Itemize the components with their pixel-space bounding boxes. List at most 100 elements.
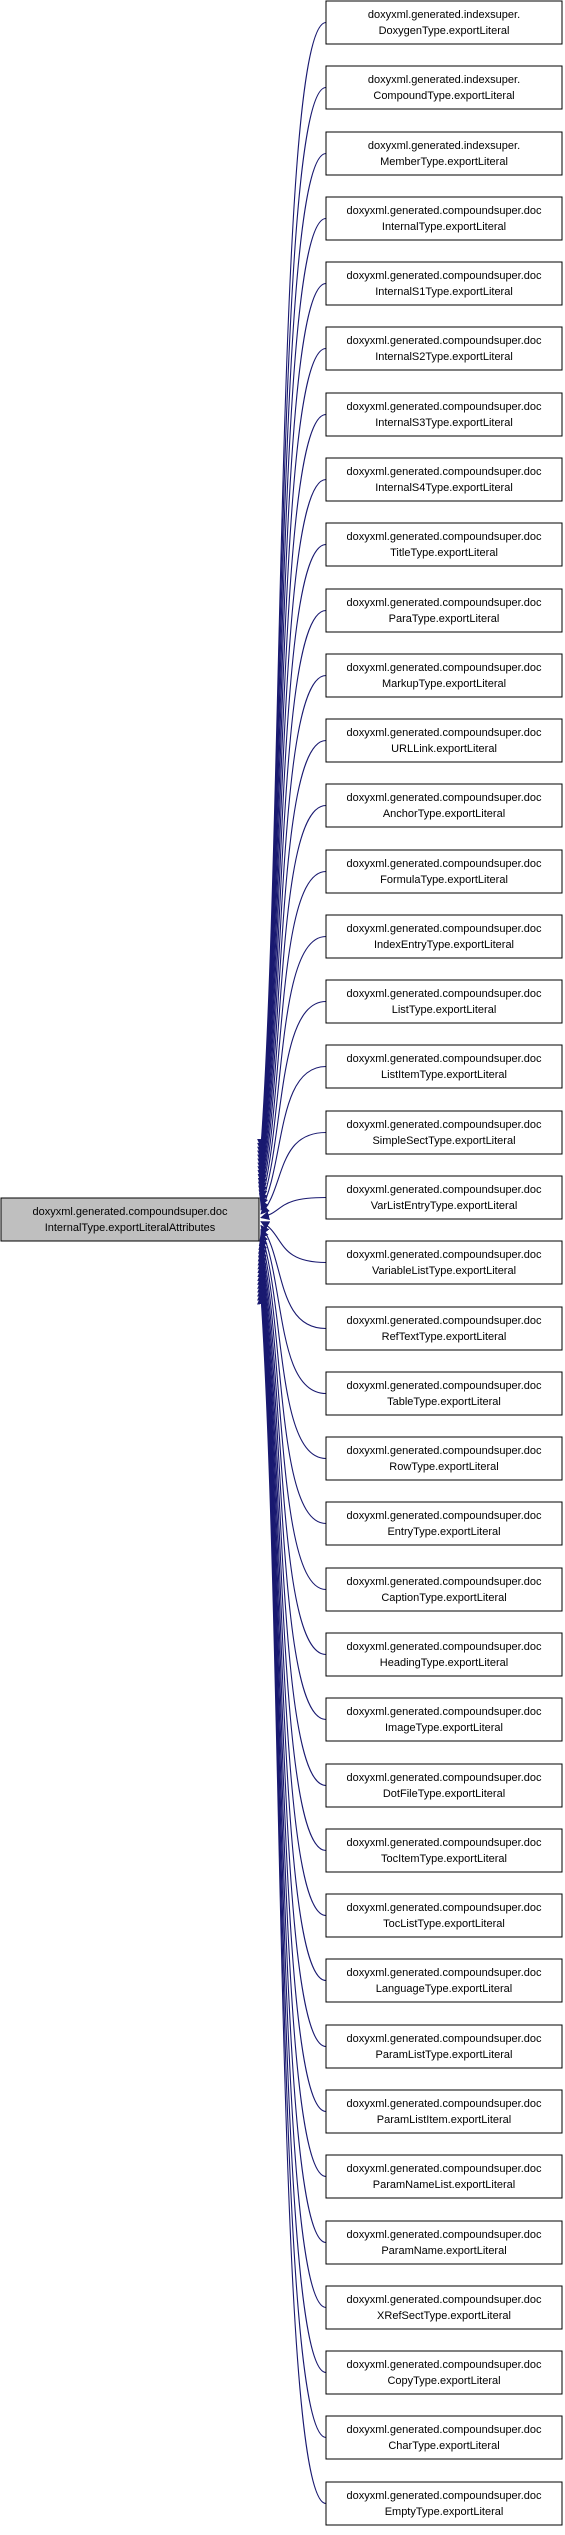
caller-node-label-line2: InternalS3Type.exportLiteral: [375, 417, 513, 429]
caller-node[interactable]: doxyxml.generated.compoundsuper.docInter…: [325, 196, 563, 241]
caller-node-box: [325, 2024, 563, 2069]
caller-node[interactable]: doxyxml.generated.compoundsuper.docDotFi…: [325, 1763, 563, 1808]
caller-node[interactable]: doxyxml.generated.compoundsuper.docTitle…: [325, 522, 563, 567]
caller-node[interactable]: doxyxml.generated.compoundsuper.docInter…: [325, 326, 563, 371]
call-edge: [258, 1236, 327, 1525]
caller-node-box: [325, 131, 563, 176]
caller-node-label-line1: doxyxml.generated.compoundsuper.doc: [346, 335, 542, 347]
caller-node-box: [325, 326, 563, 371]
caller-node-box: [325, 392, 563, 437]
caller-node-box: [325, 783, 563, 828]
caller-node[interactable]: doxyxml.generated.compoundsuper.docTable…: [325, 1371, 563, 1416]
caller-node[interactable]: doxyxml.generated.compoundsuper.docInter…: [325, 261, 563, 306]
caller-node[interactable]: doxyxml.generated.indexsuper.DoxygenType…: [325, 0, 563, 45]
caller-node[interactable]: doxyxml.generated.compoundsuper.docCharT…: [325, 2415, 563, 2460]
caller-node-box: [325, 0, 563, 45]
caller-node[interactable]: doxyxml.generated.compoundsuper.docInter…: [325, 457, 563, 502]
focus-node-label-line2: InternalType.exportLiteralAttributes: [45, 1222, 216, 1234]
caller-node[interactable]: doxyxml.generated.compoundsuper.docParaT…: [325, 588, 563, 633]
caller-node-label-line2: ParamListType.exportLiteral: [376, 2049, 513, 2061]
caller-node-label-line1: doxyxml.generated.compoundsuper.doc: [346, 988, 542, 1000]
caller-node-label-line2: EmptyType.exportLiteral: [385, 2506, 504, 2518]
caller-node[interactable]: doxyxml.generated.compoundsuper.docIndex…: [325, 914, 563, 959]
caller-node-label-line2: CopyType.exportLiteral: [387, 2375, 500, 2387]
call-edge: [258, 1244, 327, 1656]
caller-node[interactable]: doxyxml.generated.indexsuper.MemberType.…: [325, 131, 563, 176]
caller-node[interactable]: doxyxml.generated.compoundsuper.docEntry…: [325, 1501, 563, 1546]
call-edge: [259, 1232, 327, 1460]
caller-node[interactable]: doxyxml.generated.compoundsuper.docImage…: [325, 1697, 563, 1742]
caller-node[interactable]: doxyxml.generated.compoundsuper.docEmpty…: [325, 2481, 563, 2526]
caller-node-label-line2: InternalType.exportLiteral: [382, 221, 506, 233]
caller-node-box: [325, 1044, 563, 1089]
caller-node[interactable]: doxyxml.generated.compoundsuper.docLangu…: [325, 1958, 563, 2003]
caller-node-label-line1: doxyxml.generated.compoundsuper.doc: [346, 2229, 542, 2241]
caller-node-label-line1: doxyxml.generated.compoundsuper.doc: [346, 1772, 542, 1784]
caller-node-label-line2: ParamListItem.exportLiteral: [377, 2114, 512, 2126]
caller-node-box: [325, 1175, 563, 1220]
caller-node-label-line2: InternalS2Type.exportLiteral: [375, 351, 513, 363]
caller-node-box: [325, 588, 563, 633]
caller-node[interactable]: doxyxml.generated.compoundsuper.docRowTy…: [325, 1436, 563, 1481]
caller-node[interactable]: doxyxml.generated.compoundsuper.docSimpl…: [325, 1110, 563, 1155]
caller-node-label-line2: ParamNameList.exportLiteral: [373, 2179, 515, 2191]
caller-node-label-line1: doxyxml.generated.compoundsuper.doc: [346, 1053, 542, 1065]
caller-node-box: [325, 914, 563, 959]
caller-node[interactable]: doxyxml.generated.compoundsuper.docParam…: [325, 2089, 563, 2134]
call-edge: [257, 674, 327, 1188]
caller-node[interactable]: doxyxml.generated.compoundsuper.docXRefS…: [325, 2285, 563, 2330]
caller-node[interactable]: doxyxml.generated.compoundsuper.docTocIt…: [325, 1828, 563, 1873]
caller-node[interactable]: doxyxml.generated.compoundsuper.docURLLi…: [325, 718, 563, 763]
focus-node[interactable]: doxyxml.generated.compoundsuper.doc Inte…: [0, 1197, 260, 1242]
caller-node[interactable]: doxyxml.generated.compoundsuper.docParam…: [325, 2220, 563, 2265]
caller-node-box: [325, 979, 563, 1024]
call-edge: [257, 478, 327, 1176]
caller-node[interactable]: doxyxml.generated.compoundsuper.docParam…: [325, 2154, 563, 2199]
caller-node-label-line2: CaptionType.exportLiteral: [381, 1592, 506, 1604]
caller-node[interactable]: doxyxml.generated.compoundsuper.docParam…: [325, 2024, 563, 2069]
caller-node[interactable]: doxyxml.generated.compoundsuper.docInter…: [325, 392, 563, 437]
caller-node-label-line1: doxyxml.generated.compoundsuper.doc: [346, 662, 542, 674]
call-edge: [257, 1267, 327, 2048]
call-edge: [257, 739, 327, 1192]
call-edge: [260, 1221, 327, 1264]
caller-node-label-line1: doxyxml.generated.compoundsuper.doc: [346, 270, 542, 282]
caller-node-box: [325, 1763, 563, 1808]
caller-node-label-line2: AnchorType.exportLiteral: [383, 808, 505, 820]
caller-node-label-line1: doxyxml.generated.compoundsuper.doc: [346, 2098, 542, 2110]
caller-node-label-line2: InternalS4Type.exportLiteral: [375, 482, 513, 494]
caller-node-label-line2: SimpleSectType.exportLiteral: [372, 1135, 515, 1147]
caller-node[interactable]: doxyxml.generated.compoundsuper.docCapti…: [325, 1567, 563, 1612]
caller-node-label-line1: doxyxml.generated.compoundsuper.doc: [346, 401, 542, 413]
caller-node[interactable]: doxyxml.generated.compoundsuper.docVaria…: [325, 1240, 563, 1285]
caller-node[interactable]: doxyxml.generated.compoundsuper.docMarku…: [325, 653, 563, 698]
caller-node-label-line1: doxyxml.generated.compoundsuper.doc: [346, 2163, 542, 2175]
caller-node[interactable]: doxyxml.generated.compoundsuper.docHeadi…: [325, 1632, 563, 1677]
caller-node[interactable]: doxyxml.generated.compoundsuper.docCopyT…: [325, 2350, 563, 2395]
call-edge: [258, 804, 327, 1196]
caller-node[interactable]: doxyxml.generated.compoundsuper.docFormu…: [325, 849, 563, 894]
caller-node-label-line2: VariableListType.exportLiteral: [372, 1265, 516, 1277]
caller-node-label-line1: doxyxml.generated.compoundsuper.doc: [346, 205, 542, 217]
caller-node-label-line1: doxyxml.generated.compoundsuper.doc: [346, 1380, 542, 1392]
caller-node-label-line1: doxyxml.generated.compoundsuper.doc: [346, 858, 542, 870]
caller-node[interactable]: doxyxml.generated.compoundsuper.docListT…: [325, 979, 563, 1024]
caller-node-label-line2: RefTextType.exportLiteral: [382, 1331, 507, 1343]
caller-node-box: [325, 1958, 563, 2003]
caller-node-label-line2: XRefSectType.exportLiteral: [377, 2310, 511, 2322]
caller-node-label-line2: InternalS1Type.exportLiteral: [375, 286, 513, 298]
call-edge: [257, 1263, 327, 1982]
caller-node-box: [325, 1371, 563, 1416]
caller-node[interactable]: doxyxml.generated.compoundsuper.docListI…: [325, 1044, 563, 1089]
caller-node[interactable]: doxyxml.generated.compoundsuper.docTocLi…: [325, 1893, 563, 1938]
caller-node-box: [325, 1828, 563, 1873]
caller-node[interactable]: doxyxml.generated.indexsuper.CompoundTyp…: [325, 65, 563, 110]
caller-node-label-line1: doxyxml.generated.compoundsuper.doc: [346, 1510, 542, 1522]
caller-node-box: [325, 1893, 563, 1938]
caller-node[interactable]: doxyxml.generated.compoundsuper.docRefTe…: [325, 1306, 563, 1351]
call-edge: [260, 1065, 327, 1211]
caller-node-box: [325, 718, 563, 763]
caller-node[interactable]: doxyxml.generated.compoundsuper.docVarLi…: [325, 1175, 563, 1220]
caller-node[interactable]: doxyxml.generated.compoundsuper.docAncho…: [325, 783, 563, 828]
caller-node-box: [325, 849, 563, 894]
